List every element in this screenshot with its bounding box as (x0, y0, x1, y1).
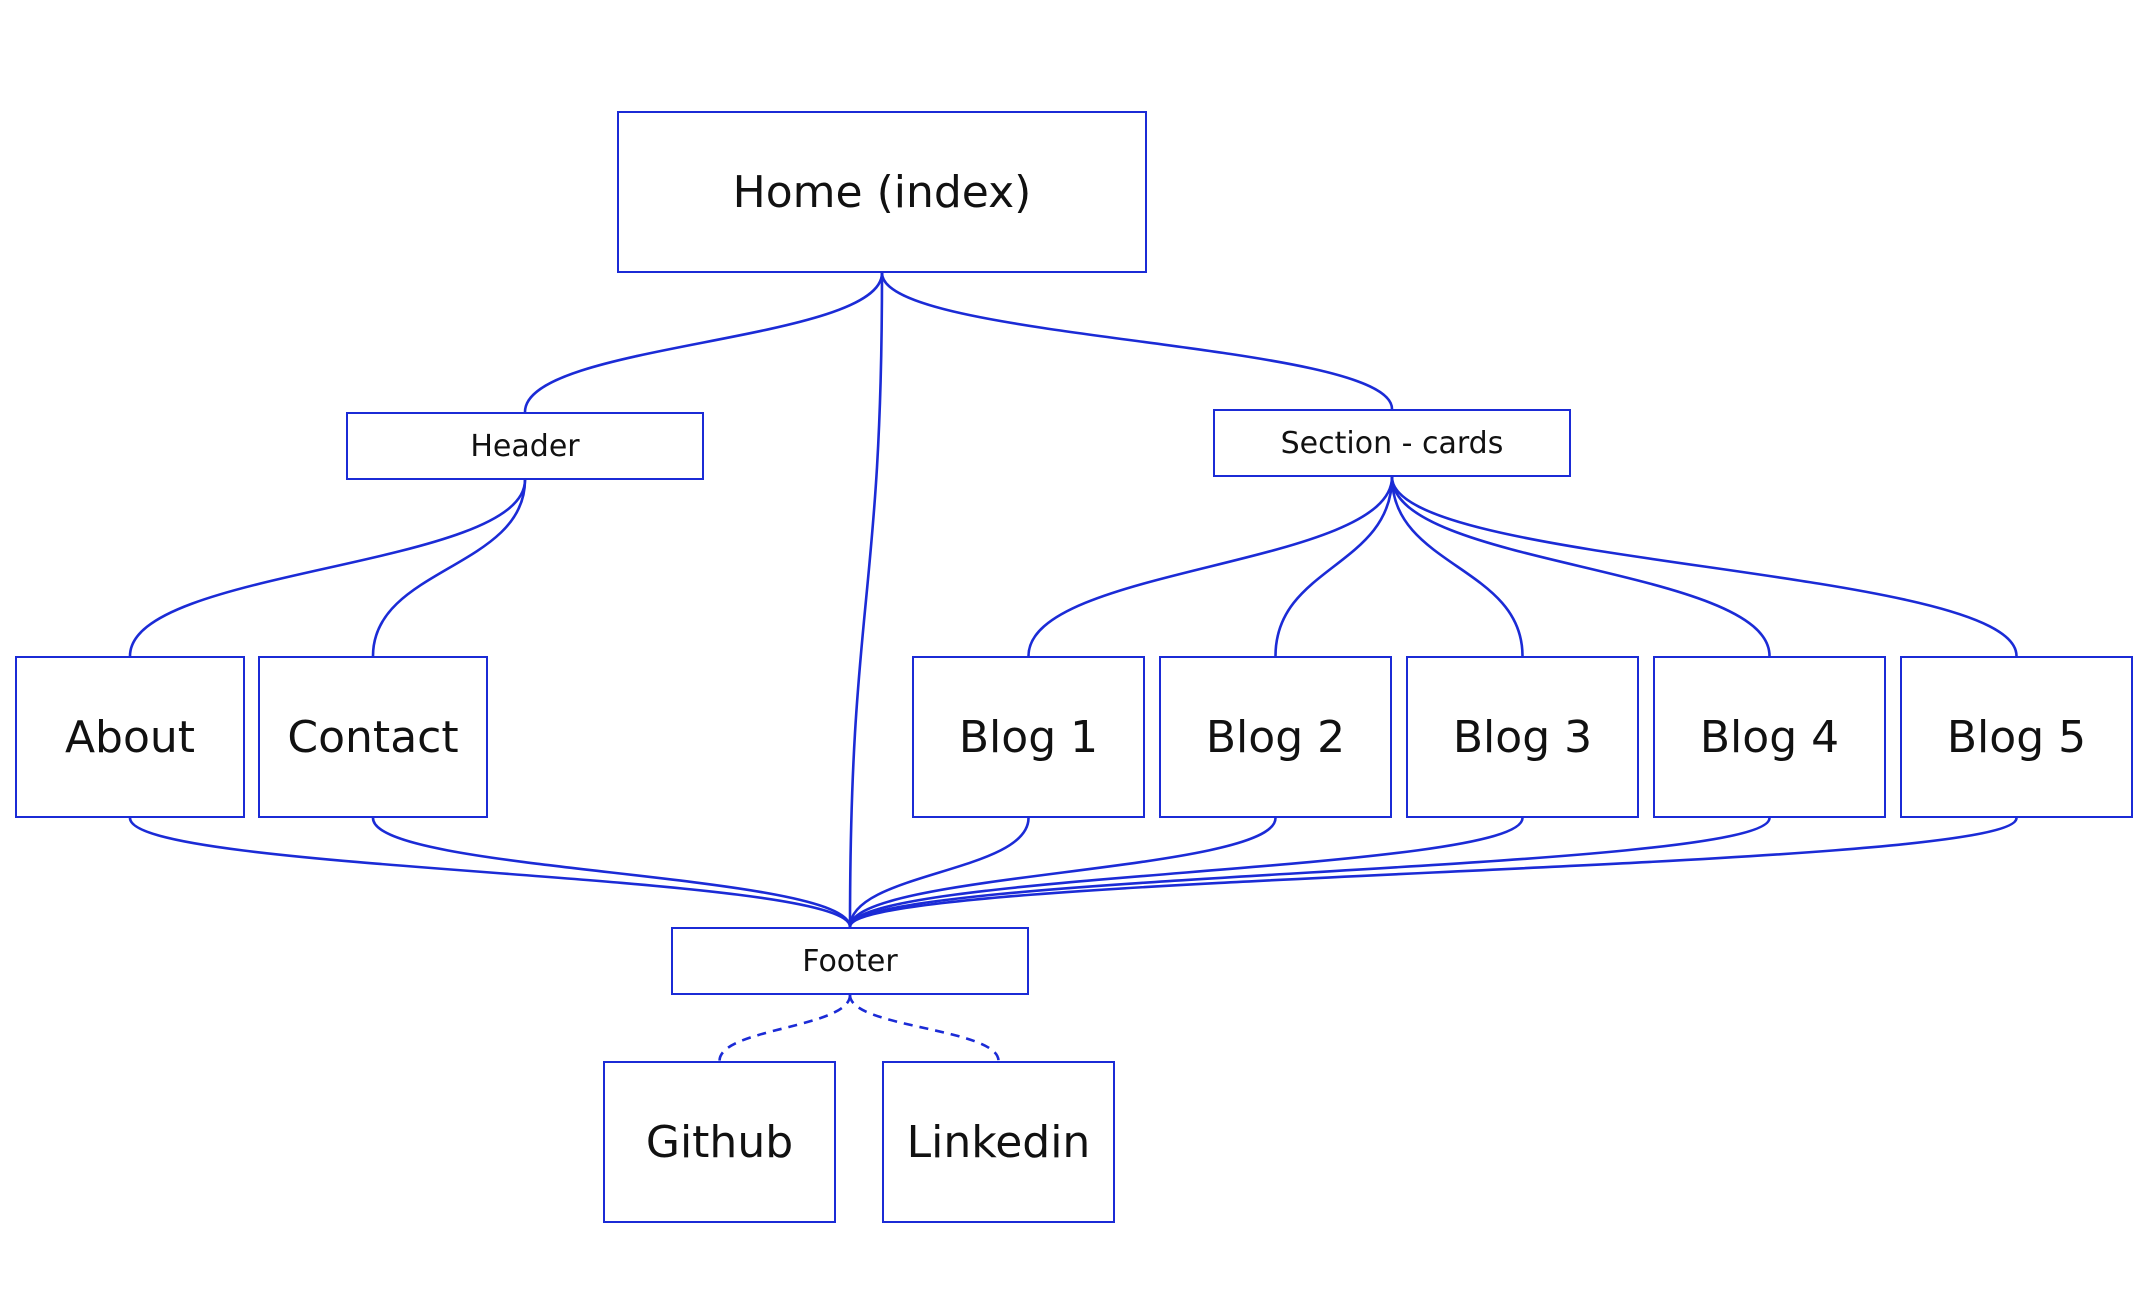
edge-home-to-footer (848, 272, 884, 928)
node-blog-1: Blog 1 (912, 656, 1145, 818)
edge-blog4-to-footer (848, 817, 1771, 928)
node-blog-2: Blog 2 (1159, 656, 1392, 818)
node-footer: Footer (671, 927, 1029, 995)
edge-section-to-blog3 (1390, 476, 1524, 657)
edge-header-to-contact (371, 479, 527, 657)
edge-blog3-to-footer (848, 817, 1524, 928)
edge-section-to-blog5 (1390, 476, 2018, 657)
edge-header-to-about (128, 479, 527, 657)
node-blog-4: Blog 4 (1653, 656, 1886, 818)
node-contact: Contact (258, 656, 488, 818)
edge-section-to-blog4 (1390, 476, 1771, 657)
edge-footer-to-github (718, 994, 852, 1062)
edge-home-to-header (523, 272, 884, 413)
edge-section-to-blog2 (1274, 476, 1394, 657)
edge-blog1-to-footer (848, 817, 1030, 928)
edge-blog5-to-footer (848, 817, 2018, 928)
node-blog-3: Blog 3 (1406, 656, 1639, 818)
edge-contact-to-footer (371, 817, 852, 928)
edge-blog2-to-footer (848, 817, 1277, 928)
edge-about-to-footer (128, 817, 852, 928)
edge-section-to-blog1 (1027, 476, 1394, 657)
node-blog-5: Blog 5 (1900, 656, 2133, 818)
edge-home-to-section (880, 272, 1394, 410)
edge-footer-to-linkedin (848, 994, 1000, 1062)
node-linkedin: Linkedin (882, 1061, 1115, 1223)
node-home: Home (index) (617, 111, 1147, 273)
node-header: Header (346, 412, 704, 480)
node-about: About (15, 656, 245, 818)
node-github: Github (603, 1061, 836, 1223)
node-section-cards: Section - cards (1213, 409, 1571, 477)
